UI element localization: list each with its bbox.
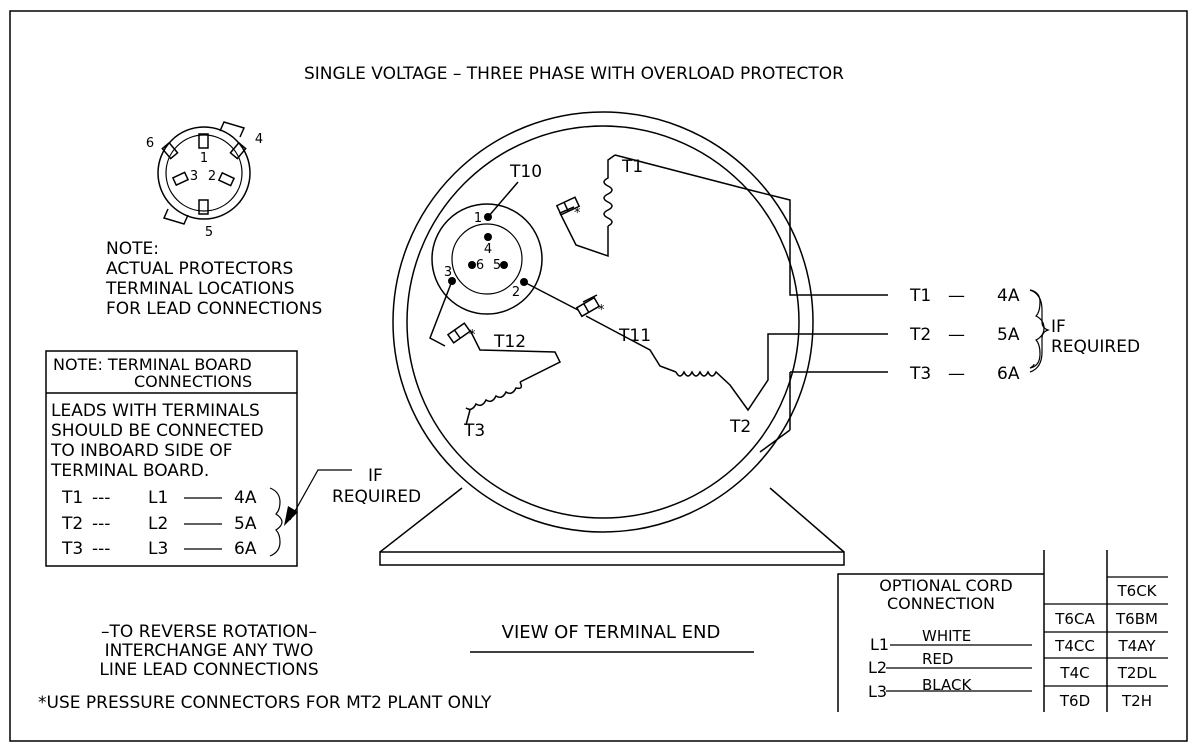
lead-T10: T10 [509,162,542,182]
line-lead-T2: T2 [909,325,931,345]
svg-text:T2: T2 [61,514,83,534]
protector-pin-5: 5 [205,225,213,240]
lead-T12: T12 [493,332,526,352]
svg-text:T6D: T6D [1059,692,1090,710]
svg-text:T4AY: T4AY [1118,637,1157,655]
cord-L3: L3 [868,682,887,701]
svg-text:L2: L2 [148,514,168,534]
svg-text:4A: 4A [997,286,1020,306]
protector-pin-4: 4 [255,132,263,147]
terminal-pin-3: 3 [444,265,452,280]
svg-text:REQUIRED: REQUIRED [332,487,421,507]
svg-text:T2H: T2H [1121,692,1152,710]
protector-pin-3: 3 [190,169,198,184]
terminal-pin-1: 1 [474,211,482,226]
svg-text:LEADS WITH TERMINALS: LEADS WITH TERMINALS [51,401,260,421]
lead-T11: T11 [618,326,651,346]
diagram-title: SINGLE VOLTAGE – THREE PHASE WITH OVERLO… [304,64,844,84]
drawing-border [9,10,1188,742]
svg-text:NOTE: TERMINAL BOARD: NOTE: TERMINAL BOARD [53,355,252,374]
svg-text:REQUIRED: REQUIRED [1051,337,1140,357]
svg-text:TERMINAL BOARD.: TERMINAL BOARD. [50,461,209,481]
svg-text:T6CA: T6CA [1054,610,1095,628]
terminal-block-outer [431,203,543,315]
svg-text:INTERCHANGE ANY TWO: INTERCHANGE ANY TWO [105,641,314,661]
svg-text:---: --- [92,514,110,534]
line-lead-T3: T3 [909,364,931,384]
protector-pin-2: 2 [208,169,216,184]
lead-T3: T3 [463,421,485,441]
svg-text:T2DL: T2DL [1117,664,1157,682]
svg-text:CONNECTIONS: CONNECTIONS [134,372,252,391]
motor-frame-outer [392,111,814,533]
cord-black: BLACK [922,676,972,694]
motor-frame-inner [406,125,800,519]
terminal-pin-2: 2 [512,285,520,300]
cord-white: WHITE [922,627,971,645]
protector-pin-1: 1 [200,151,208,166]
cord-red: RED [922,650,953,668]
footnote: *USE PRESSURE CONNECTORS FOR MT2 PLANT O… [38,693,492,713]
svg-text:6A: 6A [234,539,257,559]
svg-text:CONNECTION: CONNECTION [887,594,995,613]
svg-text:T4CC: T4CC [1054,637,1095,655]
svg-text:–TO REVERSE ROTATION–: –TO REVERSE ROTATION– [101,622,317,642]
line-lead-T1: T1 [909,286,931,306]
svg-text:6A: 6A [997,364,1020,384]
svg-text:L3: L3 [148,539,168,559]
terminal-pins: 1 2 3 4 5 6 [444,211,528,300]
lead-T1: T1 [621,157,643,177]
svg-text:FOR LEAD CONNECTIONS: FOR LEAD CONNECTIONS [106,299,322,319]
terminal-pin-4: 4 [484,242,492,257]
terminal-block-inner [451,223,523,295]
svg-text:---: --- [92,488,110,508]
svg-text:IF: IF [1051,317,1066,337]
winding-leads [429,154,888,453]
svg-text:T4C: T4C [1059,664,1089,682]
terminal-board-note: NOTE: TERMINAL BOARD CONNECTIONS LEADS W… [45,350,298,567]
svg-text:NOTE:: NOTE: [106,239,159,259]
svg-text:—: — [948,325,965,345]
svg-text:T6BM: T6BM [1115,610,1158,628]
svg-text:T1: T1 [61,488,83,508]
cord-L1: L1 [870,635,889,654]
lead-labels: T10 T1 T11 T12 T3 T2 * * * [463,157,751,441]
right-if-required: IF REQUIRED [1051,317,1140,357]
cord-connection-table: OPTIONAL CORD CONNECTION L1 WHITE L2 RED… [837,550,1168,712]
protector-pin-6: 6 [146,136,154,151]
svg-text:4A: 4A [234,488,257,508]
connector-mark-2: * [598,303,605,318]
protector-pinout: 1 2 3 4 5 6 [146,121,263,240]
svg-text:T6CK: T6CK [1116,582,1157,600]
svg-text:5A: 5A [234,514,257,534]
motor-base [379,551,845,566]
terminal-pin-6: 6 [476,258,484,273]
svg-text:---: --- [92,539,110,559]
board-if-required: IF REQUIRED [284,466,421,526]
svg-text:5A: 5A [997,325,1020,345]
svg-text:TERMINAL LOCATIONS: TERMINAL LOCATIONS [105,279,295,299]
connector-mark-3: * [469,328,476,343]
lead-T2: T2 [729,417,751,437]
svg-text:T3: T3 [61,539,83,559]
svg-text:ACTUAL PROTECTORS: ACTUAL PROTECTORS [106,259,293,279]
terminal-pin-5: 5 [493,258,501,273]
svg-text:—: — [948,286,965,306]
connector-mark-1: * [574,206,581,221]
svg-text:L1: L1 [148,488,168,508]
svg-text:SHOULD BE CONNECTED: SHOULD BE CONNECTED [51,421,264,441]
protector-note: NOTE: ACTUAL PROTECTORS TERMINAL LOCATIO… [105,239,322,319]
motor-end-view [379,111,845,566]
svg-text:TO INBOARD SIDE OF: TO INBOARD SIDE OF [50,441,232,461]
view-label: VIEW OF TERMINAL END [502,622,721,643]
reverse-rotation-note: –TO REVERSE ROTATION– INTERCHANGE ANY TW… [99,622,318,680]
svg-text:IF: IF [368,466,383,486]
line-lead-labels: T1 — 4A T2 — 5A T3 — 6A [909,286,1020,384]
svg-text:OPTIONAL CORD: OPTIONAL CORD [879,576,1012,595]
svg-text:LINE LEAD CONNECTIONS: LINE LEAD CONNECTIONS [99,660,318,680]
svg-text:—: — [948,364,965,384]
cord-L2: L2 [868,658,887,677]
